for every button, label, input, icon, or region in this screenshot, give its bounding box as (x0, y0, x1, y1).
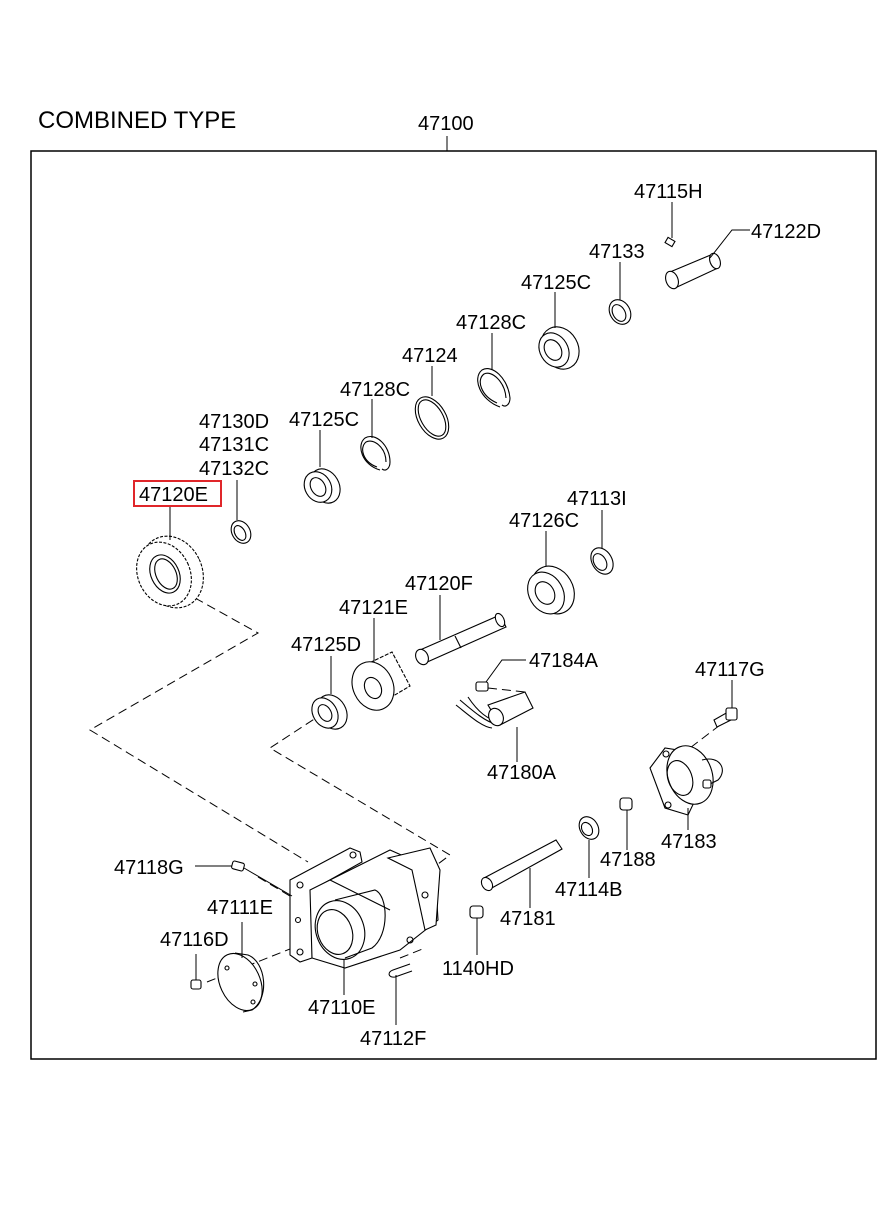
label-47124[interactable]: 47124 (402, 345, 458, 367)
label-47122D[interactable]: 47122D (751, 221, 821, 243)
label-1140HD[interactable]: 1140HD (442, 958, 514, 980)
part-47122D[interactable] (663, 252, 722, 291)
label-47131C[interactable]: 47131C (199, 434, 269, 456)
label-47116D[interactable]: 47116D (160, 929, 229, 951)
label-47133[interactable]: 47133 (589, 241, 645, 263)
label-47130D[interactable]: 47130D (199, 411, 269, 433)
label-47117G[interactable]: 47117G (695, 659, 765, 681)
label-47120E[interactable]: 47120E (139, 484, 208, 506)
label-47110E[interactable]: 47110E (308, 997, 375, 1019)
label-47125D[interactable]: 47125D (291, 634, 361, 656)
diagram-title: COMBINED TYPE (38, 107, 236, 134)
assembly-number-label[interactable]: 47100 (418, 113, 474, 135)
label-47132C[interactable]: 47132C (199, 458, 269, 480)
label-47120F[interactable]: 47120F (405, 573, 473, 595)
label-47125C-top[interactable]: 47125C (521, 272, 591, 294)
part-47128C-top[interactable] (477, 368, 511, 408)
part-47118G-pin[interactable] (231, 860, 245, 872)
part-47184A-bolt[interactable] (475, 681, 489, 692)
part-47125C-mid[interactable] (299, 463, 346, 508)
label-47115H[interactable]: 47115H (634, 181, 703, 203)
label-47114B[interactable]: 47114B (555, 879, 622, 901)
label-47121E[interactable]: 47121E (339, 597, 408, 619)
label-47126C[interactable]: 47126C (509, 510, 579, 532)
part-47111E-plate[interactable] (209, 946, 271, 1017)
label-47128C-top[interactable]: 47128C (456, 312, 526, 334)
part-47133[interactable] (605, 296, 635, 329)
part-47125C-top[interactable] (533, 320, 587, 376)
part-47115H[interactable] (664, 236, 676, 248)
label-47111E[interactable]: 47111E (207, 897, 273, 919)
part-47128C-mid[interactable] (360, 436, 391, 471)
label-47180A[interactable]: 47180A (487, 762, 557, 784)
part-47120E-gear[interactable] (126, 526, 214, 618)
part-47181-rail[interactable] (479, 839, 563, 893)
part-labels: 47115H 47122D 47133 47125C 47128C 47124 … (114, 181, 821, 1050)
part-47130D-shim[interactable] (227, 517, 255, 547)
part-47125D[interactable] (307, 689, 354, 734)
part-47116D-bolt[interactable] (190, 979, 202, 990)
label-47125C-mid[interactable]: 47125C (289, 409, 359, 431)
part-47113I[interactable] (586, 544, 617, 578)
highlight-box (133, 480, 222, 507)
label-47188[interactable]: 47188 (600, 849, 656, 871)
assembly-frame (30, 150, 877, 1060)
part-1140HD-bolt[interactable] (469, 905, 484, 919)
part-47120F-shaft[interactable] (413, 612, 507, 667)
part-47121E-hub[interactable] (344, 651, 411, 717)
part-47112F-clip[interactable] (388, 963, 413, 978)
part-47110E-case[interactable] (289, 847, 441, 969)
part-47114B-seal[interactable] (575, 813, 603, 843)
part-47126C[interactable] (520, 558, 583, 621)
part-47188-plug[interactable] (619, 797, 633, 811)
label-47184A[interactable]: 47184A (529, 650, 599, 672)
label-47128C-mid[interactable]: 47128C (340, 379, 410, 401)
label-47113I[interactable]: 47113I (567, 488, 627, 510)
part-47180A-fork[interactable] (455, 691, 534, 729)
part-47117G-bolt[interactable] (713, 707, 738, 728)
label-47181[interactable]: 47181 (500, 908, 556, 930)
leader-lines (169, 202, 750, 1025)
part-47124[interactable] (408, 391, 455, 445)
label-47118G[interactable]: 47118G (114, 857, 184, 879)
label-47183[interactable]: 47183 (661, 831, 717, 853)
label-47112F[interactable]: 47112F (360, 1028, 426, 1050)
part-47183-cover[interactable] (649, 739, 723, 816)
